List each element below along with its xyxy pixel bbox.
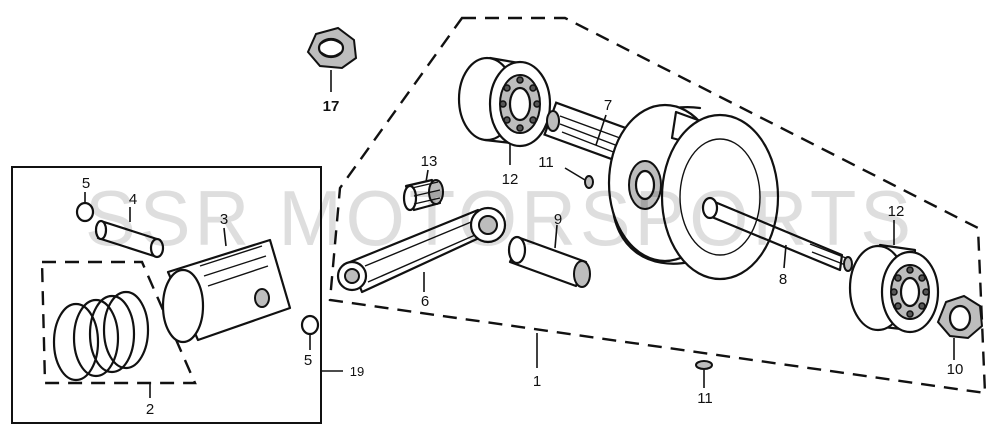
part-9-crank-pin[interactable] [507, 235, 591, 288]
part-8-crankshaft-right[interactable] [660, 113, 853, 281]
callout-5-lower: 5 [304, 352, 312, 369]
callout-17: 17 [323, 98, 340, 115]
callout-9: 9 [554, 211, 562, 228]
callout-13: 13 [421, 153, 438, 170]
part-12-lower-bearing[interactable] [848, 243, 940, 334]
callout-4: 4 [129, 191, 137, 208]
callout-6: 6 [421, 293, 429, 310]
callout-8: 8 [779, 271, 787, 288]
callout-12-lower: 12 [888, 203, 905, 220]
leader-lines [84, 70, 955, 398]
part-3-piston[interactable] [161, 238, 292, 344]
piston-kit-outline [11, 166, 322, 424]
callout-11-lower: 11 [697, 390, 713, 407]
part-12-upper-bearing[interactable] [457, 56, 552, 148]
part-13-needle-bearing[interactable] [402, 178, 444, 212]
callout-11-upper: 11 [538, 154, 554, 171]
part-4-piston-pin[interactable] [94, 219, 165, 259]
piston-ring-set-outline [40, 260, 197, 385]
part-17-nut[interactable] [306, 26, 358, 70]
part-5-lower-circlip[interactable] [300, 314, 320, 336]
callout-10: 10 [947, 361, 964, 378]
part-11-lower-key[interactable] [695, 360, 713, 370]
callout-19: 19 [350, 364, 364, 379]
callout-3: 3 [220, 211, 228, 228]
callout-5-upper: 5 [82, 175, 90, 192]
part-6-connecting-rod[interactable] [336, 206, 507, 294]
part-2-piston-rings[interactable] [52, 290, 150, 382]
watermark-text: SSR MOTORSPORTS [85, 174, 915, 262]
crankshaft-assembly-outline [328, 16, 987, 395]
callout-7: 7 [604, 97, 612, 114]
callout-2: 2 [146, 401, 154, 418]
callout-12-upper: 12 [502, 171, 519, 188]
callout-1: 1 [533, 373, 541, 390]
callout-labels: 17 12 7 13 11 9 6 8 12 10 1 11 5 4 3 5 2… [82, 97, 964, 418]
part-10-nut[interactable] [936, 294, 984, 340]
part-11-upper-key[interactable] [584, 175, 594, 189]
